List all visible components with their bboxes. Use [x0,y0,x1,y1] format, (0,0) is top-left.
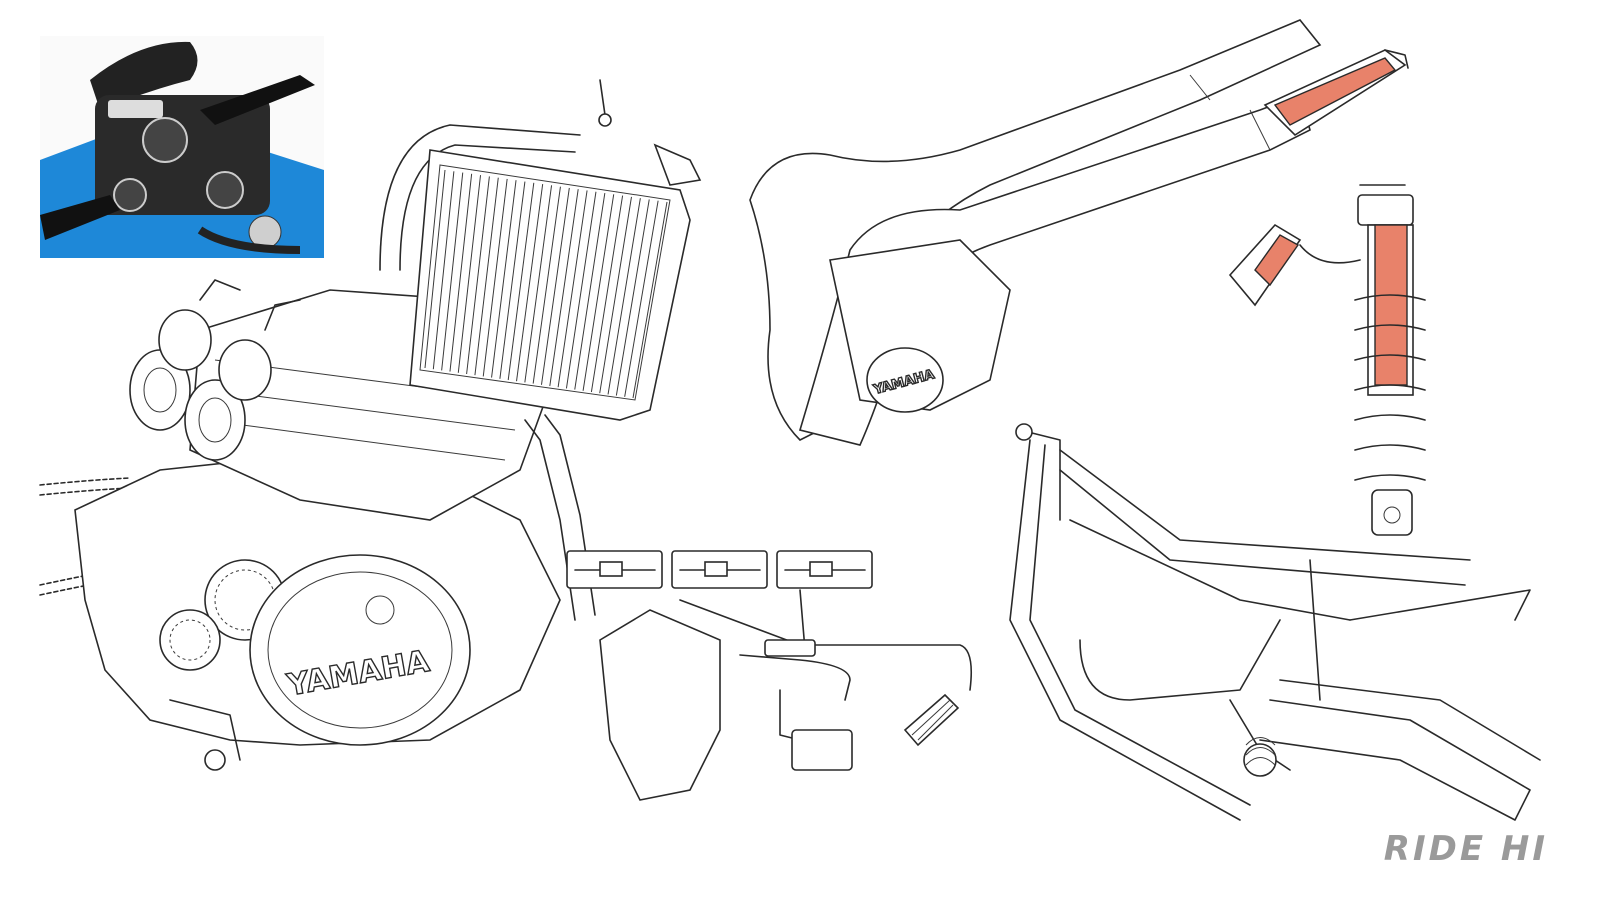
radiator-fin [624,200,659,397]
rear-shock-illustration [1228,184,1426,536]
watermark-logo: RIDE HI [1384,829,1548,869]
radiator-fin [474,177,499,376]
carburettors [129,279,301,461]
radiator-fin [432,171,455,370]
throttle-cable-illustration [566,550,973,801]
radiator-fin [457,175,482,373]
radiator-fin [499,181,526,379]
radiator-fin [574,192,606,390]
radiator-fin [449,173,473,372]
radiator-fin [516,184,544,382]
radiator-fins [424,169,668,399]
engine-clutch-cover: YAMAHA [249,554,471,746]
radiator-fin [615,199,650,396]
radiator-fin [557,190,588,388]
radiator-fin [482,178,508,377]
radiator-fin [582,194,615,391]
radiator-fin [590,195,624,393]
cockpit-photo [40,36,324,258]
cable-junction-detail-2 [671,550,768,589]
cable-junction-detail-1 [566,550,663,589]
radiator-illustration [409,79,702,421]
radiator-fin [565,191,597,389]
radiator-fin [524,185,553,383]
exhaust-chamber-illustration: YAMAHA [749,19,1409,446]
radiator-fin [491,180,517,378]
cable-junction-detail-3 [776,550,873,589]
radiator-fin [424,169,446,369]
radiator-fin [599,196,632,394]
radiator-fin [532,186,561,384]
radiator-fin [607,198,641,395]
radiator-fin [441,172,464,371]
frame-illustration [1009,423,1541,821]
radiator-fin [549,189,579,387]
radiator-fin [540,187,570,385]
radiator-fin [466,176,490,375]
radiator-fin [632,201,668,399]
radiator-fin [507,182,535,381]
